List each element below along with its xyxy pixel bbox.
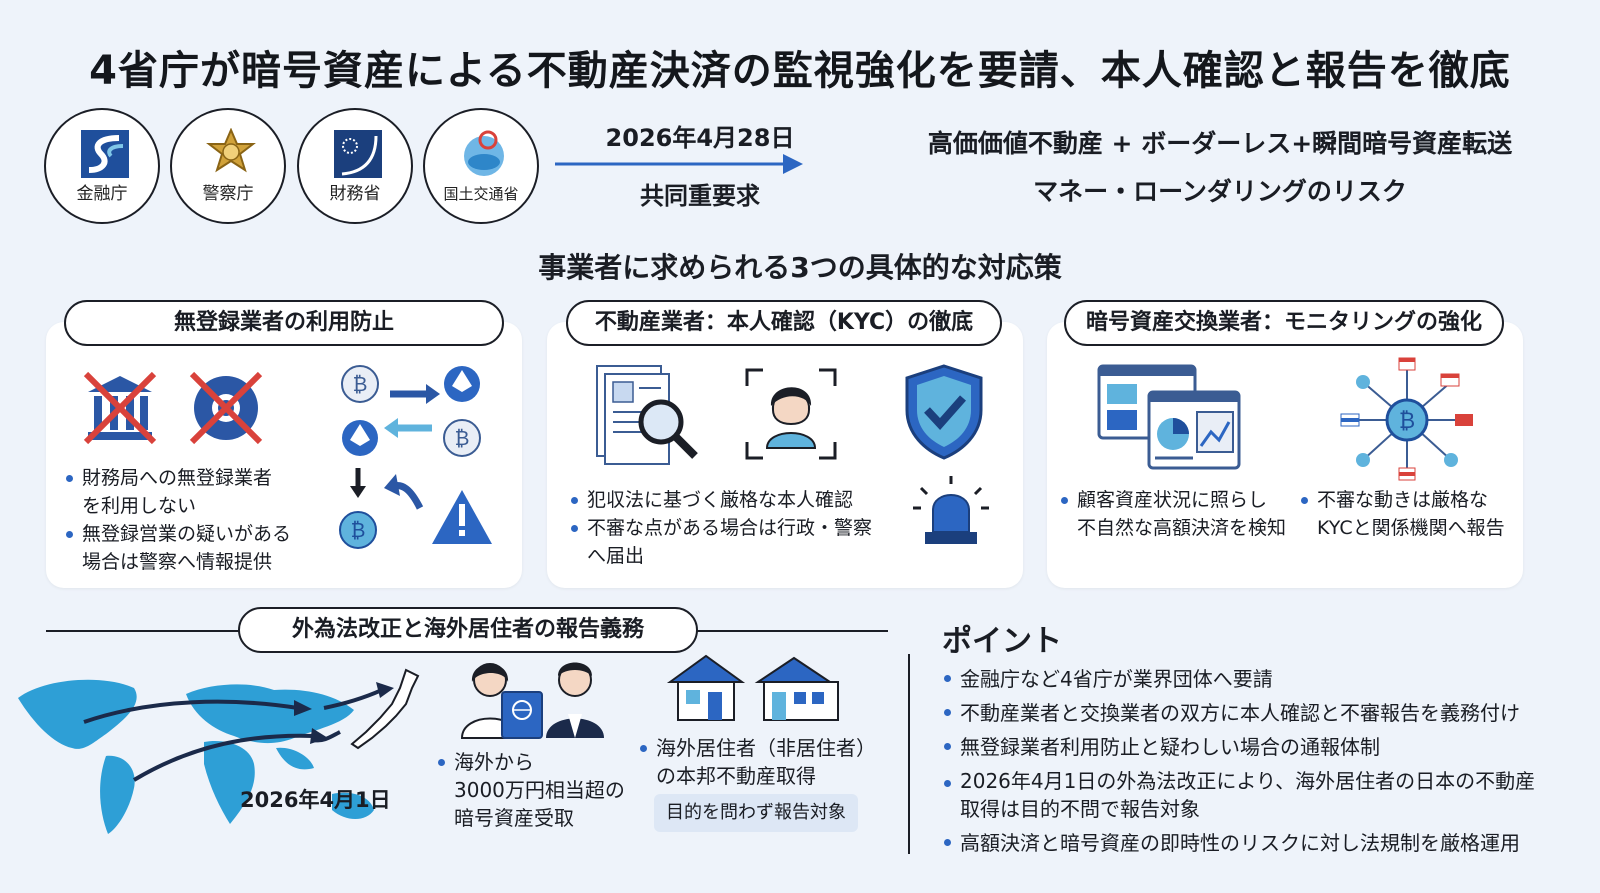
risk-factors: 高価価値不動産 + ボーダーレス+瞬間暗号資産転送 xyxy=(927,129,1513,158)
bullet-item: 不審な点がある場合は行政・警察 へ届出 xyxy=(569,514,909,570)
svg-text:₿: ₿ xyxy=(351,518,366,542)
map-date: 2026年4月1日 xyxy=(240,788,391,812)
report-badge: 目的を問わず報告対象 xyxy=(654,794,858,832)
request-date: 2026年4月28日 xyxy=(605,124,795,152)
exchange-crossed-icon xyxy=(189,371,263,445)
card-kyc-bullets: 犯収法に基づく厳格な本人確認 不審な点がある場合は行政・警察 へ届出 xyxy=(569,486,909,570)
forex-bullet-realestate: 海外居住者（非居住者） の本邦不動産取得 xyxy=(638,734,888,790)
point-item: 高額決済と暗号資産の即時性のリスクに対し法規制を厳格運用 xyxy=(942,826,1582,860)
police-emblem-icon xyxy=(206,128,256,173)
bank-crossed-icon xyxy=(83,371,157,445)
document-search-icon xyxy=(596,365,698,465)
card-monitoring-bullet-1: 顧客資産状況に照らし 不自然な高額決済を検知 xyxy=(1059,486,1299,542)
crypto-flow-icon: ₿ ₿ ₿ xyxy=(339,365,492,549)
bullet-item: 犯収法に基づく厳格な本人確認 xyxy=(569,486,909,514)
measures-title: 事業者に求められる3つの具体的な対応策 xyxy=(538,251,1062,284)
agency-name: 国土交通省 xyxy=(443,185,519,203)
svg-text:₿: ₿ xyxy=(353,372,368,396)
card-unregistered: ₿ ₿ ₿ 財務局への無登録業者 を利用しない 無登録営業の疑いがある 場合は警… xyxy=(46,322,522,588)
bullet-item: 海外から 3000万円相当超の 暗号資産受取 xyxy=(436,748,636,832)
mlit-logo-icon xyxy=(464,130,504,176)
face-scan-icon xyxy=(745,368,837,460)
points-title: ポイント xyxy=(942,624,1062,659)
agency-name: 財務省 xyxy=(329,184,381,204)
card-monitoring-bullet-2: 不審な動きは厳格な KYCと関係機関へ報告 xyxy=(1299,486,1519,542)
card-unregistered-bullets: 財務局への無登録業者 を利用しない 無登録営業の疑いがある 場合は警察へ情報提供 xyxy=(64,464,334,576)
bullet-item: 顧客資産状況に照らし 不自然な高額決済を検知 xyxy=(1059,486,1299,542)
agency-npa: 警察庁 xyxy=(170,108,286,224)
houses-icon xyxy=(666,654,839,721)
point-item: 2026年4月1日の外為法改正により、海外居住者の日本の不動産 取得は目的不問で… xyxy=(942,767,1582,823)
bullet-item: 不審な動きは厳格な KYCと関係機関へ報告 xyxy=(1299,486,1519,542)
card-kyc: 犯収法に基づく厳格な本人確認 不審な点がある場合は行政・警察 へ届出 xyxy=(547,322,1023,588)
forex-bullet-crypto: 海外から 3000万円相当超の 暗号資産受取 xyxy=(436,748,636,832)
people-passport-icon xyxy=(460,662,604,739)
forex-title: 外為法改正と海外居住者の報告義務 xyxy=(238,607,698,653)
points-list: 金融庁など4省庁が業界団体へ要請 不動産業者と交換業者の双方に本人確認と不審報告… xyxy=(942,662,1582,860)
point-item: 金融庁など4省庁が業界団体へ要請 xyxy=(942,662,1582,696)
card-monitoring-title: 暗号資産交換業者：モニタリングの強化 xyxy=(1064,300,1504,346)
card-kyc-title: 不動産業者：本人確認（KYC）の徹底 xyxy=(566,300,1002,346)
crypto-network-icon: ₿ xyxy=(1340,357,1473,481)
agency-name: 金融庁 xyxy=(76,184,128,204)
point-item: 無登録業者利用防止と疑わしい場合の通報体制 xyxy=(942,730,1582,764)
agency-mof: 財務省 xyxy=(297,108,413,224)
bullet-item: 無登録営業の疑いがある 場合は警察へ情報提供 xyxy=(64,520,334,576)
alarm-light-icon xyxy=(913,476,989,544)
arrow-right-icon xyxy=(555,154,803,174)
bullet-item: 海外居住者（非居住者） の本邦不動産取得 xyxy=(638,734,888,790)
shield-check-icon xyxy=(905,364,983,460)
world-map-icon xyxy=(18,668,420,834)
card-unregistered-title: 無登録業者の利用防止 xyxy=(64,300,504,346)
page-title: 4省庁が暗号資産による不動産決済の監視強化を要請、本人確認と報告を徹底 xyxy=(89,48,1511,94)
request-label: 共同重要求 xyxy=(640,182,760,210)
fsa-logo-icon xyxy=(81,130,129,178)
bullet-item: 財務局への無登録業者 を利用しない xyxy=(64,464,334,520)
risk-label: マネー・ローンダリングのリスク xyxy=(1033,177,1407,206)
agency-fsa: 金融庁 xyxy=(44,108,160,224)
agency-name: 警察庁 xyxy=(202,184,254,204)
svg-text:₿: ₿ xyxy=(455,426,470,450)
mof-logo-icon xyxy=(334,130,382,178)
svg-text:₿: ₿ xyxy=(1399,409,1415,434)
dashboard-icon xyxy=(1097,364,1241,470)
divider-vertical xyxy=(908,654,910,854)
point-item: 不動産業者と交換業者の双方に本人確認と不審報告を義務付け xyxy=(942,696,1582,730)
card-monitoring: ₿ 顧客資産状況に照らし 不自然な高額決済を検知 不審な動きは厳格な KYCと関… xyxy=(1047,322,1523,588)
agency-mlit: 国土交通省 xyxy=(423,108,539,224)
